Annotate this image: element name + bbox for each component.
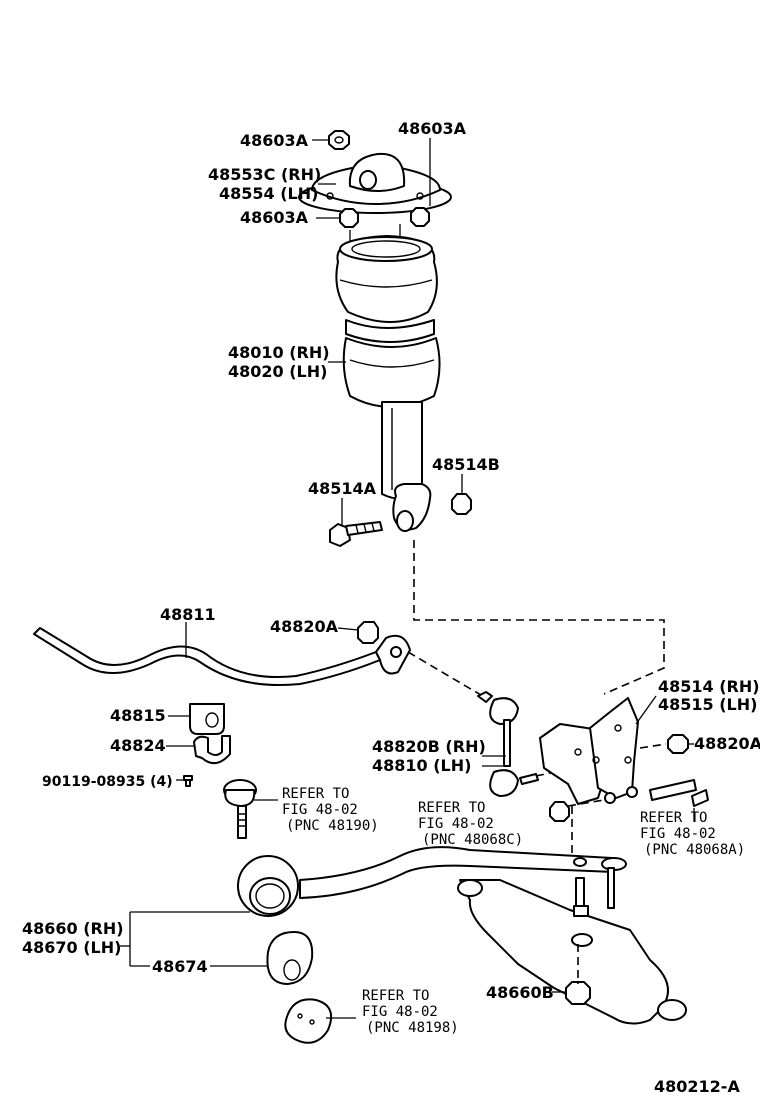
ball-joint-48190[interactable] — [223, 779, 257, 839]
bolt-48068A[interactable] — [649, 779, 709, 807]
ref-48068C-line2: FIG 48-02 — [418, 816, 494, 832]
ref-48190-line2: FIG 48-02 — [282, 802, 358, 818]
nut-48603A-left[interactable] — [339, 208, 359, 228]
label-48660: 48660 (RH) — [22, 919, 124, 938]
knuckle-arm[interactable] — [457, 879, 687, 1025]
label-48815: 48815 — [110, 706, 166, 725]
bracket-48514[interactable] — [539, 697, 639, 805]
label-48553C: 48553C (RH) — [208, 165, 321, 184]
ref-48190-line1: REFER TO — [282, 786, 349, 802]
nut-48603A-right[interactable] — [410, 207, 430, 227]
label-48674: 48674 — [152, 957, 208, 976]
ref-48198-line3: (PNC 48198) — [366, 1020, 459, 1036]
stabilizer-bar-48811[interactable] — [33, 627, 411, 687]
label-48514A: 48514A — [308, 479, 377, 498]
label-48820B: 48820B (RH) — [372, 737, 486, 756]
ref-48068C-line1: REFER TO — [418, 800, 485, 816]
label-48603A-mid: 48603A — [240, 208, 309, 227]
label-48515: 48515 (LH) — [658, 695, 757, 714]
label-48020: 48020 (LH) — [228, 362, 327, 381]
label-48810: 48810 (LH) — [372, 756, 471, 775]
label-48820A-right: 48820A — [694, 734, 760, 753]
leader-lines — [120, 138, 695, 1019]
label-48660B: 48660B — [486, 983, 554, 1002]
label-48554: 48554 (LH) — [219, 184, 318, 203]
nut-48820A-right[interactable] — [667, 734, 689, 754]
stabilizer-link-48820B[interactable] — [477, 691, 539, 797]
part-labels: 48603A 48603A 48553C (RH) 48554 (LH) 486… — [22, 119, 760, 1096]
nut-48820A-left[interactable] — [357, 621, 379, 644]
ref-48068A-line3: (PNC 48068A) — [644, 842, 745, 858]
ref-48068A-line2: FIG 48-02 — [640, 826, 716, 842]
ref-48198-line1: REFER TO — [362, 988, 429, 1004]
ref-48068A-line1: REFER TO — [640, 810, 707, 826]
label-48514: 48514 (RH) — [658, 677, 760, 696]
nut-c-dashed — [567, 799, 605, 807]
reference-notes: REFER TO FIG 48-02 (PNC 48190) REFER TO … — [282, 786, 745, 1036]
label-diagram-code: 480212-A — [654, 1077, 740, 1096]
nut-48068C[interactable] — [549, 801, 570, 822]
ref-48190-line3: (PNC 48190) — [286, 818, 379, 834]
upper-support-48553C[interactable] — [298, 152, 452, 214]
label-48603A-top-left: 48603A — [240, 131, 309, 150]
label-48811: 48811 — [160, 605, 216, 624]
label-48514B: 48514B — [432, 455, 500, 474]
bracket-48824[interactable] — [193, 735, 231, 765]
nut-right-dashed — [639, 743, 667, 749]
label-48820A-left: 48820A — [270, 617, 339, 636]
bolt-90119-08935[interactable] — [183, 775, 193, 787]
air-spring-48010[interactable] — [335, 224, 441, 532]
label-48670: 48670 (LH) — [22, 938, 121, 957]
label-48603A-top-right: 48603A — [398, 119, 467, 138]
stabilizer-link-dashed — [407, 651, 487, 699]
ref-48068C-line3: (PNC 48068C) — [422, 832, 523, 848]
bushing-48815[interactable] — [189, 703, 225, 735]
nut-48603A-top[interactable] — [328, 130, 350, 150]
reference-dashed-line — [413, 540, 665, 695]
bushing-48674[interactable] — [266, 931, 314, 985]
nut-48660B[interactable] — [565, 981, 591, 1005]
nut-48514B[interactable] — [451, 493, 472, 515]
lower-arm-48660[interactable] — [237, 846, 627, 917]
label-48010: 48010 (RH) — [228, 343, 330, 362]
label-48824: 48824 — [110, 736, 166, 755]
bolt-48514A[interactable] — [329, 521, 383, 547]
ref-48198-line2: FIG 48-02 — [362, 1004, 438, 1020]
label-90119-08935: 90119-08935 (4) — [42, 774, 173, 790]
bushing-48198[interactable] — [284, 998, 332, 1044]
